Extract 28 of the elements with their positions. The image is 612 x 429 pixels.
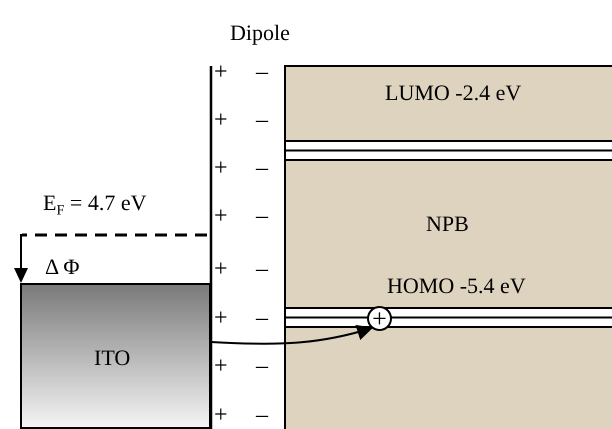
electrode-box — [20, 283, 211, 429]
positive-charge-sign: + — [214, 306, 228, 330]
fermi-level-label: E$_{F}$ = 4.7 eV — [43, 192, 146, 218]
positive-charge-sign: + — [214, 257, 228, 281]
organic-layer-panel — [284, 65, 612, 429]
energy-level-label: HOMO -5.4 eV — [387, 275, 526, 297]
negative-charge-sign: – — [256, 306, 268, 330]
charge-injection-arrow — [210, 324, 374, 345]
electrode-label: ITO — [94, 347, 130, 369]
layer-label: NPB — [426, 213, 469, 235]
energy-level-band — [286, 307, 612, 328]
positive-charge-sign: + — [214, 156, 228, 180]
negative-charge-sign: – — [256, 257, 268, 281]
energy-level-label: LUMO -2.4 eV — [385, 82, 522, 104]
dipole-title: Dipole — [230, 22, 290, 44]
negative-charge-sign: – — [256, 204, 268, 228]
positive-charge-sign: + — [214, 403, 228, 427]
positive-charge-sign: + — [214, 354, 228, 378]
work-function-shift-label: Δ Φ — [45, 256, 80, 278]
negative-charge-sign: – — [256, 156, 268, 180]
negative-charge-sign: – — [256, 60, 268, 84]
positive-charge-sign: + — [214, 204, 228, 228]
energy-level-band — [286, 140, 612, 161]
negative-charge-sign: – — [256, 354, 268, 378]
positive-charge-sign: + — [214, 108, 228, 132]
negative-charge-sign: – — [256, 108, 268, 132]
negative-charge-sign: – — [256, 403, 268, 427]
positive-charge-sign: + — [214, 60, 228, 84]
